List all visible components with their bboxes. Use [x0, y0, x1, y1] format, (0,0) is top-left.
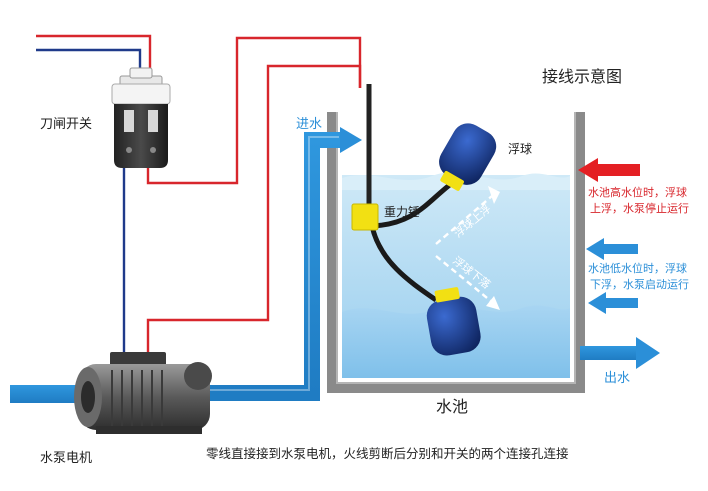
float-motion-arrows: [435, 195, 493, 303]
suction-pipe: [10, 385, 90, 403]
pump-motor: [74, 352, 212, 434]
outlet-label: 出水: [604, 371, 630, 386]
outlet-level-arrow: [588, 292, 638, 314]
counterweight: [351, 203, 379, 231]
diagram-title: 接线示意图: [542, 67, 622, 86]
low-note-line1: 水池低水位时，浮球: [588, 261, 687, 275]
float-ball-up: [439, 123, 497, 191]
inlet-pipe: [202, 127, 362, 401]
knife-switch: [111, 67, 171, 168]
outlet-pipe: [580, 337, 660, 369]
counterweight-label: 重力锤: [384, 204, 420, 219]
float-ball-label: 浮球: [508, 142, 532, 156]
low-water-arrow: [586, 238, 638, 260]
pump-motor-label: 水泵电机: [40, 451, 92, 466]
pool-label: 水池: [436, 397, 468, 416]
high-water-arrow: [578, 158, 640, 182]
up-arrow-head: [488, 186, 500, 204]
inlet-label: 进水: [296, 117, 322, 132]
float-ball-down: [426, 287, 481, 356]
wiring-caption: 零线直接接到水泵电机，火线剪断后分别和开关的两个连接孔连接: [206, 446, 569, 461]
high-note-line2: 上浮，水泵停止运行: [590, 201, 689, 215]
knife-switch-label: 刀闸开关: [40, 117, 92, 132]
down-arrow-head: [486, 296, 500, 310]
low-note-line2: 下浮，水泵启动运行: [590, 278, 689, 291]
high-note-line1: 水池高水位时，浮球: [588, 185, 687, 199]
